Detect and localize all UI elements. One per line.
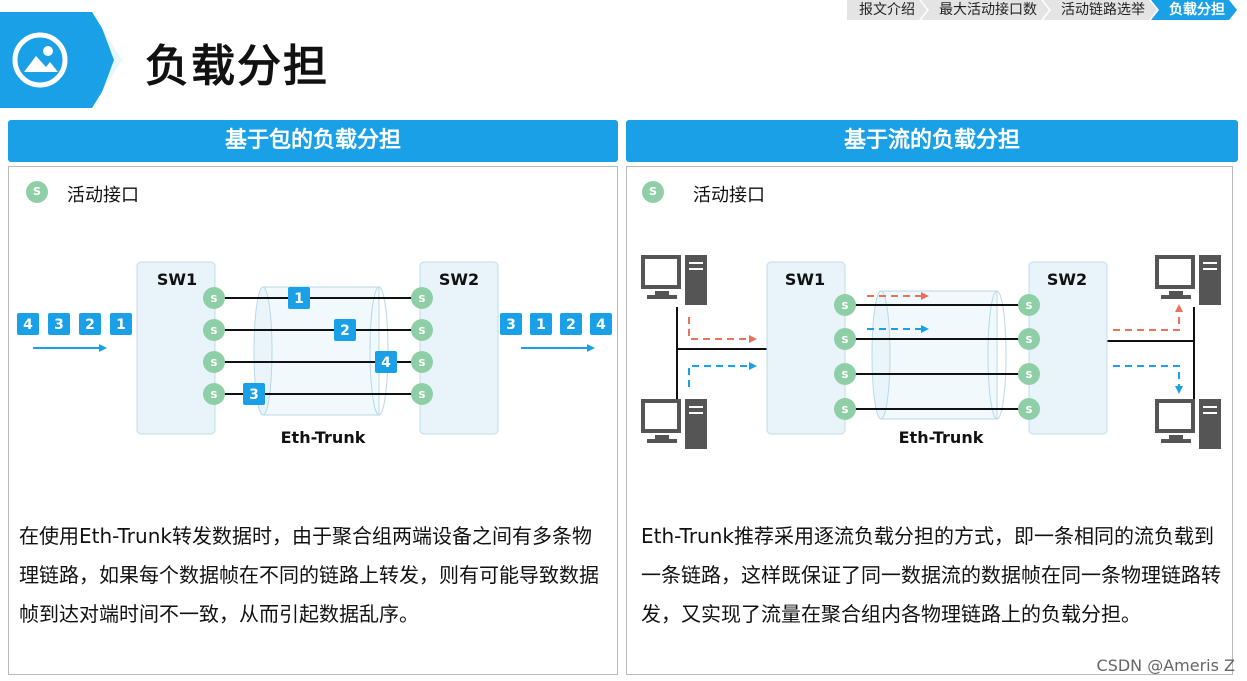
svg-text:S: S xyxy=(841,301,848,312)
page-title: 负载分担 xyxy=(145,41,329,92)
legend-label: 活动接口 xyxy=(693,185,765,206)
sw1-port: S xyxy=(203,319,225,341)
svg-text:S: S xyxy=(418,358,425,369)
right-panel-title: 基于流的负载分担 xyxy=(626,120,1238,162)
breadcrumb: 报文介绍 最大活动接口数 活动链路选举 负载分担 xyxy=(853,0,1237,20)
flow-orange-arrowheads xyxy=(749,292,1183,343)
sw2-port: S xyxy=(1018,328,1040,350)
sw2-port: S xyxy=(411,319,433,341)
output-packet: 4 xyxy=(590,313,612,335)
flow-diagram: SW1 SW2 Eth-Trunk S S S S S S S S xyxy=(641,255,1221,449)
svg-text:S: S xyxy=(1025,301,1032,312)
eth-trunk-label: Eth-Trunk xyxy=(899,428,984,447)
breadcrumb-item-packet-intro[interactable]: 报文介绍 xyxy=(847,0,927,20)
svg-text:3: 3 xyxy=(249,387,259,403)
output-packet: 3 xyxy=(500,313,522,335)
breadcrumb-item-active-link-election[interactable]: 活动链路选举 xyxy=(1043,0,1157,20)
flow-blue-arrows xyxy=(688,328,1180,387)
left-panel-description: 在使用Eth-Trunk转发数据时，由于聚合组两端设备之间有多条物理链路，如果每… xyxy=(19,524,599,626)
svg-text:S: S xyxy=(841,370,848,381)
svg-text:2: 2 xyxy=(566,317,576,333)
output-arrow xyxy=(521,344,595,352)
svg-text:S: S xyxy=(210,358,217,369)
flow-blue-arrowheads xyxy=(749,325,1183,394)
output-packet: 1 xyxy=(530,313,552,335)
right-panel: S 活动接口 xyxy=(626,166,1233,675)
computer-icon xyxy=(1155,255,1221,305)
input-packet: 4 xyxy=(17,313,39,335)
computer-icon xyxy=(641,255,707,305)
eth-trunk-label: Eth-Trunk xyxy=(281,428,366,447)
input-arrow xyxy=(33,344,107,352)
sw2-port: S xyxy=(1018,398,1040,420)
sw1-label: SW1 xyxy=(157,270,197,289)
sw2-port: S xyxy=(411,351,433,373)
link-packet: 2 xyxy=(334,319,356,341)
breadcrumb-item-load-balancing[interactable]: 负载分担 xyxy=(1151,0,1237,20)
svg-text:3: 3 xyxy=(506,317,516,333)
eth-trunk-tube xyxy=(871,290,1007,420)
legend-port-symbol: S xyxy=(642,181,664,203)
sw1-box xyxy=(136,261,216,435)
svg-text:1: 1 xyxy=(116,317,126,333)
svg-text:S: S xyxy=(210,326,217,337)
sw2-label: SW2 xyxy=(439,270,479,289)
legend-port-symbol: S xyxy=(26,181,48,203)
svg-text:S: S xyxy=(1025,335,1032,346)
svg-text:4: 4 xyxy=(381,355,391,371)
svg-text:4: 4 xyxy=(596,317,606,333)
sw2-label: SW2 xyxy=(1047,270,1087,289)
packet-diagram: SW1 SW2 Eth-Trunk S S S S S S S S xyxy=(17,261,612,447)
left-panel: S 活动接口 SW1 SW2 Eth-Trunk S S S S xyxy=(8,166,618,675)
left-panel-title: 基于包的负载分担 xyxy=(8,120,618,162)
sw2-port: S xyxy=(1018,294,1040,316)
svg-text:S: S xyxy=(1025,370,1032,381)
image-icon xyxy=(12,32,68,88)
svg-text:S: S xyxy=(418,390,425,401)
sw1-port: S xyxy=(203,287,225,309)
svg-text:1: 1 xyxy=(536,317,546,333)
svg-text:S: S xyxy=(418,294,425,305)
sw1-port: S xyxy=(834,398,856,420)
watermark: CSDN @Ameris Z xyxy=(1096,656,1235,675)
link-packet: 1 xyxy=(288,287,310,309)
svg-text:3: 3 xyxy=(54,317,64,333)
computer-icon xyxy=(641,399,707,449)
sw1-port: S xyxy=(834,294,856,316)
flow-orange-arrows xyxy=(688,295,1180,340)
sw1-port: S xyxy=(203,383,225,405)
output-packet: 2 xyxy=(560,313,582,335)
input-packet: 1 xyxy=(110,313,132,335)
svg-text:S: S xyxy=(841,405,848,416)
right-panel-description: Eth-Trunk推荐采用逐流负载分担的方式，即一条相同的流负载到一条链路，这样… xyxy=(641,524,1221,626)
computer-icon xyxy=(1155,399,1221,449)
input-packet: 2 xyxy=(79,313,101,335)
svg-text:S: S xyxy=(1025,405,1032,416)
sw2-port: S xyxy=(411,383,433,405)
host-wiring xyxy=(676,307,1195,399)
legend-label: 活动接口 xyxy=(67,185,139,206)
sw1-port: S xyxy=(834,363,856,385)
svg-text:S: S xyxy=(841,335,848,346)
svg-text:S: S xyxy=(210,294,217,305)
svg-text:S: S xyxy=(210,390,217,401)
header-banner xyxy=(0,12,122,108)
sw2-box xyxy=(419,261,499,435)
svg-text:4: 4 xyxy=(23,317,33,333)
link-packet: 3 xyxy=(243,383,265,405)
eth-trunk-tube xyxy=(253,286,389,416)
input-packet: 3 xyxy=(48,313,70,335)
sw1-port: S xyxy=(203,351,225,373)
breadcrumb-item-max-active-ports[interactable]: 最大活动接口数 xyxy=(921,0,1049,20)
svg-text:1: 1 xyxy=(294,291,304,307)
svg-text:S: S xyxy=(418,326,425,337)
link-packet: 4 xyxy=(375,351,397,373)
sw1-port: S xyxy=(834,328,856,350)
sw2-port: S xyxy=(411,287,433,309)
svg-text:2: 2 xyxy=(85,317,95,333)
sw2-port: S xyxy=(1018,363,1040,385)
sw1-label: SW1 xyxy=(785,270,825,289)
svg-text:2: 2 xyxy=(340,323,350,339)
